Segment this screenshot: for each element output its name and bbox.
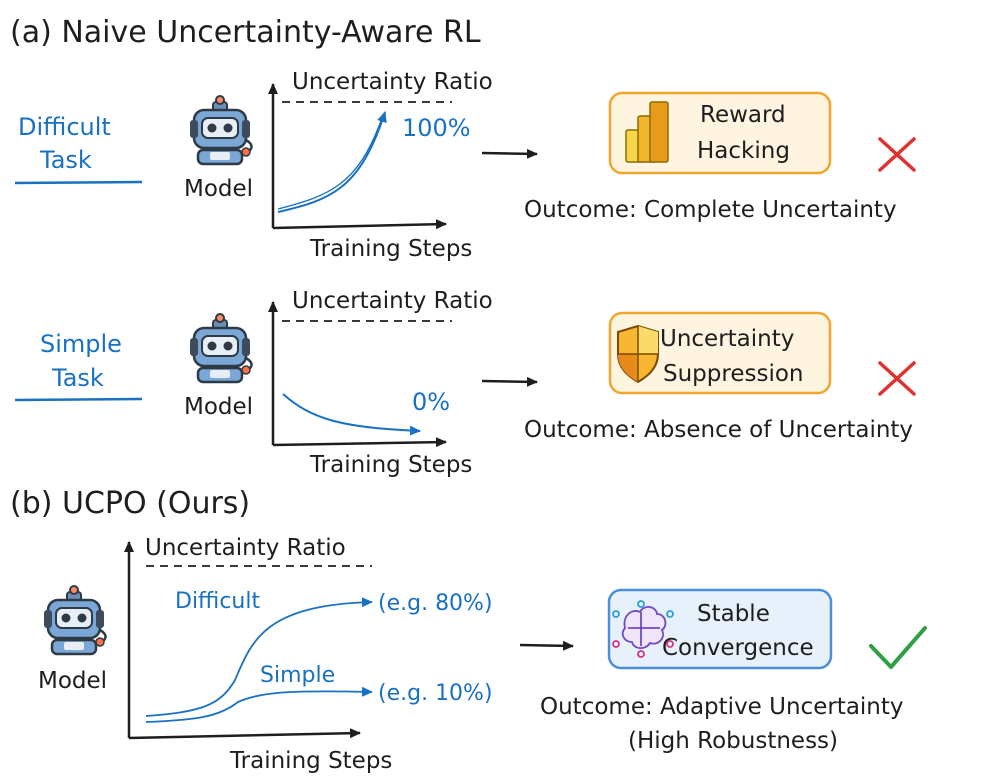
simple-task-label-1: Simple [40, 330, 122, 358]
chart2-x-axis [272, 437, 447, 448]
reward-hacking-line1: Reward [700, 102, 786, 128]
model-label-ucpo: Model [38, 668, 107, 694]
cross-icon [878, 137, 916, 172]
stable-convergence-box [607, 588, 833, 670]
brain-circuit-icon [612, 600, 674, 658]
chart3-simple-value: (e.g. 10%) [378, 681, 493, 706]
outcome-simple: Outcome: Absence of Uncertainty [524, 417, 913, 443]
simple-task-label-2: Task [51, 364, 104, 392]
chart3-simple-label: Simple [260, 663, 335, 688]
flow-arrow-difficult [481, 148, 538, 159]
chart2-value-label: 0% [412, 388, 450, 416]
robot-head-icon [188, 312, 253, 384]
chart1-value-label: 100% [402, 114, 471, 142]
chart3-difficult-curve [145, 597, 373, 717]
chart1-x-axis [272, 219, 447, 230]
outcome-ucpo-line1: Outcome: Adaptive Uncertainty [540, 694, 904, 720]
chart3-x-axis [128, 728, 361, 740]
chart1-curve-sketch [277, 117, 383, 210]
check-icon [869, 626, 927, 669]
model-label-difficult: Model [184, 176, 253, 202]
chart3-simple-curve [145, 686, 373, 723]
chart3-x-label: Training Steps [229, 748, 392, 774]
bar-chart-icon [625, 101, 669, 163]
flow-arrow-ucpo [519, 640, 574, 651]
chart1-x-label: Training Steps [309, 236, 472, 262]
difficult-task-underline [14, 180, 143, 185]
robot-head-icon [188, 94, 253, 166]
model-label-simple: Model [184, 394, 253, 420]
stable-convergence-line1: Stable [697, 601, 770, 627]
uncertainty-suppression-box [608, 311, 832, 395]
uncertainty-suppression-line1: Uncertainty [660, 326, 794, 352]
stable-convergence-line2: Convergence [662, 635, 814, 661]
flow-arrow-simple [481, 376, 538, 387]
chart2-x-label: Training Steps [309, 452, 472, 478]
section-a-title: (a) Naive Uncertainty-Aware RL [10, 15, 481, 50]
chart3-difficult-value: (e.g. 80%) [378, 591, 493, 616]
chart1-curve [277, 111, 387, 213]
chart2-y-label: Uncertainty Ratio [292, 288, 493, 314]
chart1-y-label: Uncertainty Ratio [292, 69, 493, 95]
section-b-title: (b) UCPO (Ours) [10, 486, 250, 521]
shield-icon [617, 324, 659, 384]
outcome-difficult: Outcome: Complete Uncertainty [524, 197, 897, 223]
chart3-difficult-label: Difficult [175, 589, 260, 614]
outcome-ucpo-line2: (High Robustness) [628, 728, 838, 754]
chart2-curve [282, 393, 421, 436]
cross-icon [878, 361, 916, 396]
uncertainty-suppression-line2: Suppression [663, 361, 803, 387]
difficult-task-label-1: Difficult [18, 113, 111, 141]
chart3-y-label: Uncertainty Ratio [145, 535, 346, 561]
simple-task-underline [14, 397, 143, 402]
reward-hacking-line2: Hacking [697, 138, 790, 164]
difficult-task-label-2: Task [39, 146, 92, 174]
robot-head-icon [42, 584, 107, 656]
